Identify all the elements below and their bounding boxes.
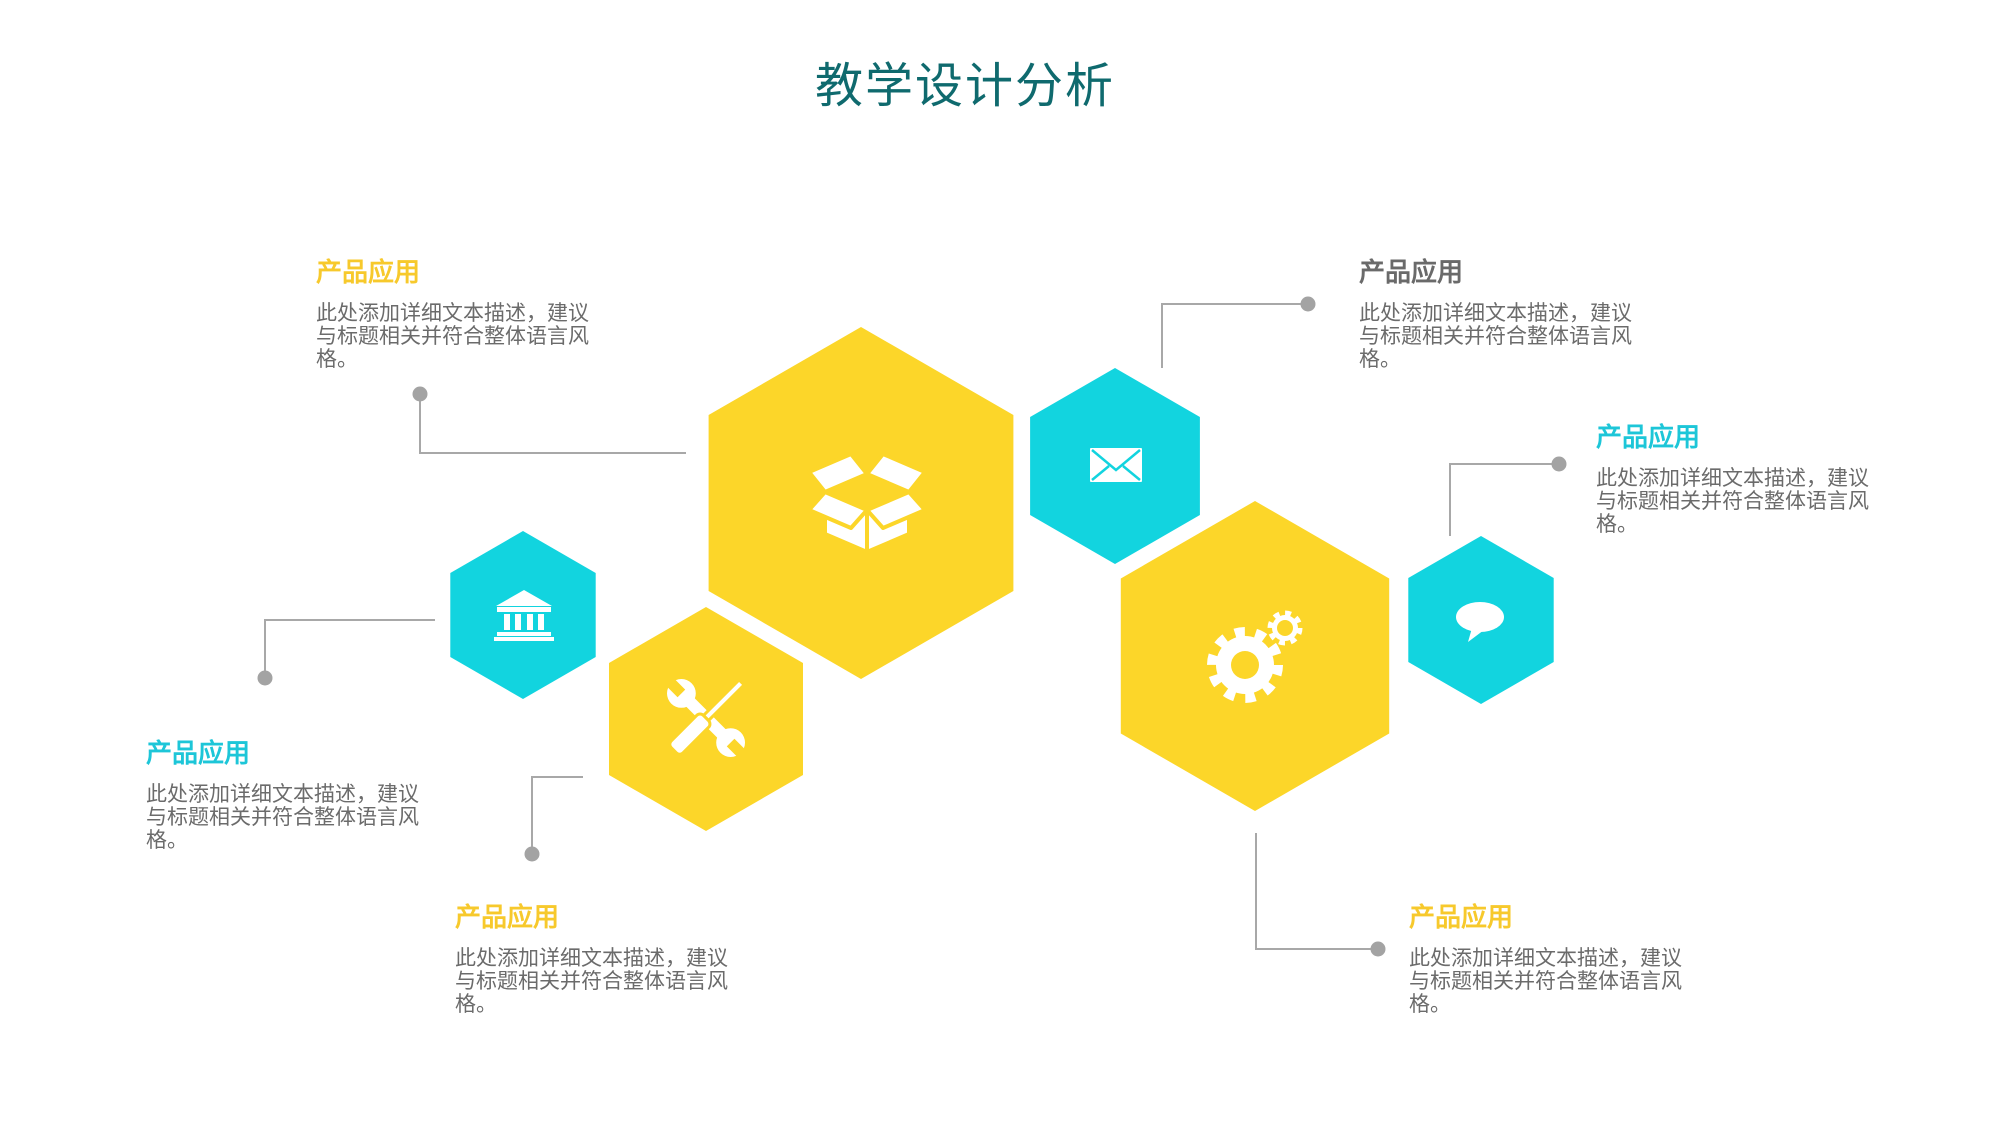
envelope-icon bbox=[1090, 448, 1142, 482]
box-front-right-flap bbox=[865, 490, 927, 530]
bank-column bbox=[515, 614, 521, 630]
bank-roof bbox=[496, 590, 552, 606]
callout-title: 产品应用 bbox=[1359, 257, 1464, 287]
connectors bbox=[264, 303, 1559, 950]
callout-title: 产品应用 bbox=[146, 738, 251, 768]
callout-title: 产品应用 bbox=[455, 902, 560, 932]
connector-dot-top-right bbox=[1300, 296, 1316, 312]
connector-line-bottom-left bbox=[531, 776, 583, 854]
connector-dot-bottom-left bbox=[524, 846, 540, 862]
gears-icon bbox=[1207, 610, 1303, 703]
bank-base bbox=[494, 637, 554, 641]
envelope-body bbox=[1090, 448, 1142, 482]
chat-bubble-icon bbox=[1456, 602, 1504, 642]
connector-dot-top-left bbox=[412, 386, 428, 402]
connector-line-right bbox=[1449, 463, 1559, 536]
connector-line-top-right bbox=[1161, 303, 1308, 368]
hexagon-open-box bbox=[708, 327, 1014, 679]
callout-top-right: 产品应用 此处添加详细文本描述，建议与标题相关并符合整体语言风格。 bbox=[1359, 256, 1641, 371]
box-back-left-flap bbox=[807, 452, 869, 494]
callout-description: 此处添加详细文本描述，建议与标题相关并符合整体语言风格。 bbox=[1596, 467, 1869, 536]
wrench-jaw-bottom bbox=[726, 738, 747, 759]
large-gear-icon bbox=[1207, 627, 1283, 703]
connector-dots bbox=[257, 296, 1567, 957]
callout-title: 产品应用 bbox=[1409, 902, 1514, 932]
page-title: 教学设计分析 bbox=[814, 60, 1115, 113]
connector-dot-right bbox=[1551, 456, 1567, 472]
small-gear-teeth bbox=[1267, 610, 1303, 646]
bank-column bbox=[527, 614, 533, 630]
bank-icon bbox=[494, 590, 554, 641]
callout-right: 产品应用 此处添加详细文本描述，建议与标题相关并符合整体语言风格。 bbox=[1596, 421, 1878, 536]
box-back-right-flap bbox=[865, 452, 927, 494]
callout-left: 产品应用 此处添加详细文本描述，建议与标题相关并符合整体语言风格。 bbox=[146, 737, 428, 852]
chat-bubble-tail bbox=[1468, 628, 1484, 642]
envelope-folds bbox=[1091, 449, 1141, 481]
callout-bottom-right: 产品应用 此处添加详细文本描述，建议与标题相关并符合整体语言风格。 bbox=[1409, 901, 1691, 1016]
connector-dot-bottom-right bbox=[1370, 941, 1386, 957]
screwdriver-handle bbox=[668, 712, 712, 756]
callout-description: 此处添加详细文本描述，建议与标题相关并符合整体语言风格。 bbox=[1409, 947, 1682, 1016]
large-gear-teeth bbox=[1207, 627, 1283, 703]
tools-icon bbox=[665, 677, 747, 759]
connector-dot-left bbox=[257, 670, 273, 686]
small-gear-icon bbox=[1267, 610, 1303, 646]
open-box-icon bbox=[807, 452, 927, 554]
callout-title: 产品应用 bbox=[1596, 422, 1701, 452]
wrench-icon bbox=[665, 677, 747, 759]
bank-column bbox=[538, 614, 544, 630]
callout-top-left: 产品应用 此处添加详细文本描述，建议与标题相关并符合整体语言风格。 bbox=[316, 256, 598, 371]
wrench-jaw-top bbox=[665, 677, 686, 698]
large-gear-hole bbox=[1231, 651, 1259, 679]
connector-line-top-left bbox=[419, 394, 686, 454]
box-front-left-flap bbox=[807, 490, 869, 530]
callout-bottom-left: 产品应用 此处添加详细文本描述，建议与标题相关并符合整体语言风格。 bbox=[455, 901, 737, 1016]
bank-step bbox=[497, 632, 551, 636]
small-gear-hole bbox=[1277, 620, 1293, 636]
bank-column bbox=[504, 614, 510, 630]
connector-line-bottom-right bbox=[1255, 833, 1378, 950]
screwdriver-icon bbox=[668, 677, 747, 756]
callout-description: 此处添加详细文本描述，建议与标题相关并符合整体语言风格。 bbox=[1359, 302, 1632, 371]
hexagon-bank bbox=[450, 531, 596, 699]
bank-beam bbox=[497, 607, 551, 612]
connector-line-left bbox=[264, 619, 435, 678]
callout-description: 此处添加详细文本描述，建议与标题相关并符合整体语言风格。 bbox=[316, 302, 589, 371]
chat-bubble-body bbox=[1456, 602, 1504, 632]
callout-description: 此处添加详细文本描述，建议与标题相关并符合整体语言风格。 bbox=[146, 783, 419, 852]
callout-title: 产品应用 bbox=[316, 257, 421, 287]
callout-description: 此处添加详细文本描述，建议与标题相关并符合整体语言风格。 bbox=[455, 947, 728, 1016]
